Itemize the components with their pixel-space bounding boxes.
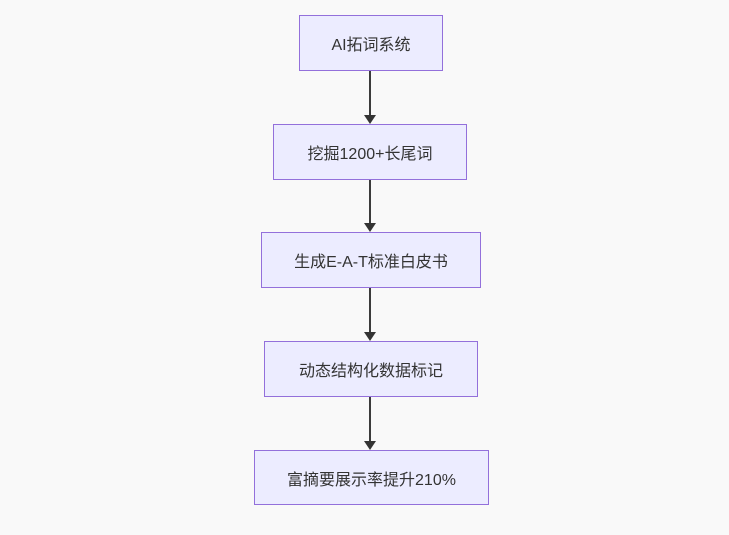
flow-arrow-4	[364, 397, 376, 450]
flow-node-label: 挖掘1200+长尾词	[307, 146, 433, 163]
flow-node-label: 生成E-A-T标准白皮书	[294, 254, 448, 271]
flow-node-label: 富摘要展示率提升210%	[287, 471, 456, 489]
flow-arrow-3	[364, 288, 376, 341]
flow-node-label: 动态结构化数据标记	[298, 363, 443, 380]
arrow-down-icon	[364, 441, 376, 450]
arrow-line	[369, 180, 371, 223]
flow-arrow-1	[364, 71, 376, 124]
flow-node-eat-whitepaper: 生成E-A-T标准白皮书	[261, 232, 481, 288]
flow-node-label: AI拓词系统	[331, 37, 411, 54]
flow-node-rich-snippet-rate: 富摘要展示率提升210%	[254, 450, 489, 505]
flow-node-structured-data-markup: 动态结构化数据标记	[264, 341, 478, 397]
arrow-line	[369, 397, 371, 441]
arrow-down-icon	[364, 115, 376, 124]
flow-arrow-2	[364, 180, 376, 232]
flow-node-longtail-keywords: 挖掘1200+长尾词	[273, 124, 467, 180]
arrow-down-icon	[364, 332, 376, 341]
flow-node-ai-keyword-system: AI拓词系统	[299, 15, 443, 71]
arrow-line	[369, 71, 371, 115]
arrow-line	[369, 288, 371, 332]
arrow-down-icon	[364, 223, 376, 232]
